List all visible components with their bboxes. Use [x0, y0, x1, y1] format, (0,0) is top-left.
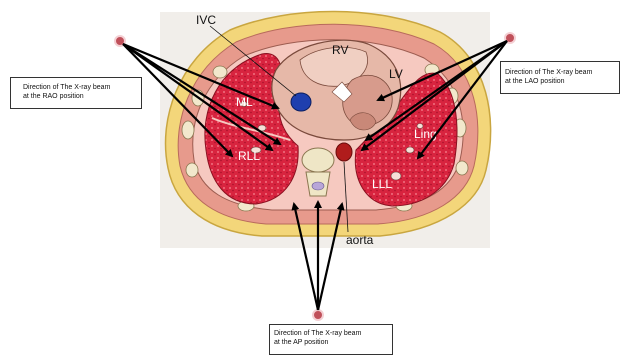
label-aorta: aorta: [346, 233, 374, 247]
label-ivc: IVC: [196, 13, 216, 27]
label-lll: LLL: [372, 177, 392, 191]
ap-caption-line2: at the AP position: [274, 338, 388, 347]
ivc-vessel: [291, 93, 311, 111]
lao-caption-line1: Direction of The X-ray beam: [505, 68, 615, 77]
rao-caption-box: Direction of The X-ray beam at the RAO p…: [10, 77, 142, 109]
label-lv: LV: [389, 67, 403, 81]
label-rv: RV: [332, 43, 348, 57]
lao-caption-line2: at the LAO position: [505, 77, 615, 86]
rao-caption-line1: Direction of The X-ray beam: [23, 83, 137, 92]
ap-caption-box: Direction of The X-ray beam at the AP po…: [269, 324, 393, 355]
lao-caption-box: Direction of The X-ray beam at the LAO p…: [500, 61, 620, 94]
label-rll: RLL: [238, 149, 260, 163]
rao-caption-line2: at the RAO position: [23, 92, 137, 101]
ap-source-dot: [313, 310, 323, 320]
ap-caption-line1: Direction of The X-ray beam: [274, 329, 388, 338]
aorta-vessel: [336, 143, 352, 161]
